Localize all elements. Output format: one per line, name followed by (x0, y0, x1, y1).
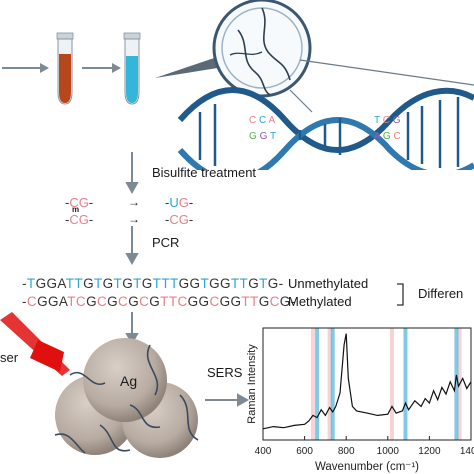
x-tick-label: 800 (338, 446, 355, 457)
zoom-line (289, 89, 313, 113)
label-methylated: Methylated (288, 294, 352, 309)
nanoparticle-label: Ag (120, 373, 138, 389)
x-tick-label: 400 (255, 446, 272, 457)
laser-tip (30, 340, 64, 372)
x-axis-label: Wavenumber (cm⁻¹) (315, 461, 419, 473)
methyl-mark: m (72, 205, 80, 214)
test-tube-blue (123, 32, 141, 105)
conversion-arrow-1: → (128, 195, 140, 209)
conversion-arrow-2: → (128, 212, 140, 226)
cpg-unmethylated-before: -CG- (65, 195, 94, 210)
test-tube-red (56, 32, 74, 105)
x-tick-label: 1200 (418, 446, 441, 457)
top-illustration (2, 0, 474, 170)
cpg-methylated-before: -CG- (65, 212, 94, 227)
label-unmethylated: Unmethylated (288, 276, 369, 291)
zoom-pointer (155, 54, 230, 78)
dna-double-helix (177, 87, 474, 170)
plot-frame (262, 327, 472, 441)
x-tick-label: 1400 (460, 446, 474, 457)
dna-bases-left-bottom: G G T (249, 131, 277, 142)
arrow-to-tube-2 (82, 63, 121, 73)
highlight-band-blue (315, 328, 320, 440)
sequence-unmethylated: -TGGATTGTGTGTGTTTGGTGGTTGTG- (22, 276, 284, 291)
dna-bases-left-top: C C A (249, 115, 276, 126)
x-tick-label: 1000 (377, 446, 400, 457)
nanoparticle (83, 338, 167, 422)
y-axis-label: Raman Intensity (246, 344, 258, 424)
cpg-methylated-after: -CG- (165, 212, 194, 227)
highlight-band-blue (454, 328, 459, 440)
magnifier-circle (212, 0, 312, 98)
label-laser: ser (0, 350, 19, 365)
highlight-band-pink (389, 328, 394, 440)
highlight-band-blue (330, 328, 335, 440)
silver-nanoparticles (54, 338, 199, 458)
x-tick-label: 600 (296, 446, 313, 457)
sequence-methylated: -CGGATCGCGCGCGTTCGGCGGTTGCG- (22, 294, 296, 309)
label-sers: SERS (207, 365, 243, 380)
highlight-band-blue (403, 328, 408, 440)
highlight-band-pink (310, 328, 315, 440)
raman-spectrum-chart: 400 600 800 1000 1200 1400Wavenumber (cm⁻¹) Ra… (246, 327, 474, 473)
arrow-to-tube-1 (2, 63, 49, 73)
spectrum-line (262, 333, 472, 430)
label-difference: Differen (418, 286, 464, 301)
dna-bases-right-top: T C G (374, 115, 401, 126)
label-pcr: PCR (152, 235, 180, 250)
highlight-band-pink (327, 328, 332, 440)
dna-bases-right-bottom: A G C (374, 131, 401, 142)
zoom-line (299, 59, 474, 86)
cpg-unmethylated-after: -UG- (165, 195, 194, 210)
label-bisulfite-treatment: Bisulfite treatment (152, 165, 257, 180)
